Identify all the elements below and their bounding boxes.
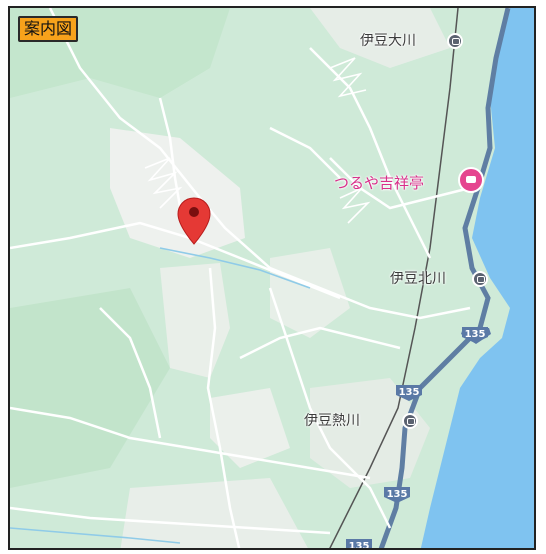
railway-line — [329, 8, 459, 548]
route-shield-icon: 135 — [344, 538, 374, 550]
route-shield-icon: 135 — [460, 326, 490, 344]
switchback-roads — [144, 57, 371, 224]
station-label-izu-hokkawa: 伊豆北川 — [390, 271, 446, 287]
settlement-area — [210, 388, 290, 468]
station-icon[interactable] — [447, 33, 463, 49]
station-icon[interactable] — [402, 413, 418, 429]
station-icon[interactable] — [472, 271, 488, 287]
route-shield-icon: 135 — [382, 486, 412, 504]
hotel-icon[interactable] — [458, 167, 484, 193]
settlement-area — [310, 378, 430, 488]
station-label-izu-okawa: 伊豆大川 — [360, 33, 416, 49]
local-roads — [10, 8, 471, 548]
guide-map-label: 案内図 — [18, 16, 79, 42]
highway-route-135 — [378, 8, 511, 548]
hotel-label: つるや吉祥亭 — [334, 174, 425, 192]
map-canvas[interactable] — [10, 8, 536, 550]
settlement-area — [120, 478, 308, 548]
streams — [10, 247, 311, 544]
route-number: 135 — [398, 387, 420, 398]
route-number: 135 — [386, 489, 408, 500]
map-frame[interactable]: 案内図 伊豆大川 つるや吉祥亭 伊豆北川 伊豆熱川 135 135 135 13… — [8, 6, 536, 550]
sea — [420, 8, 534, 548]
station-label-izu-atagawa: 伊豆熱川 — [304, 413, 360, 429]
settlement-area — [310, 8, 450, 68]
route-shield-icon: 135 — [394, 384, 424, 402]
settlement-area — [270, 248, 350, 338]
location-pin-icon[interactable] — [176, 196, 212, 246]
route-number: 135 — [464, 329, 486, 340]
route-number: 135 — [348, 541, 370, 550]
